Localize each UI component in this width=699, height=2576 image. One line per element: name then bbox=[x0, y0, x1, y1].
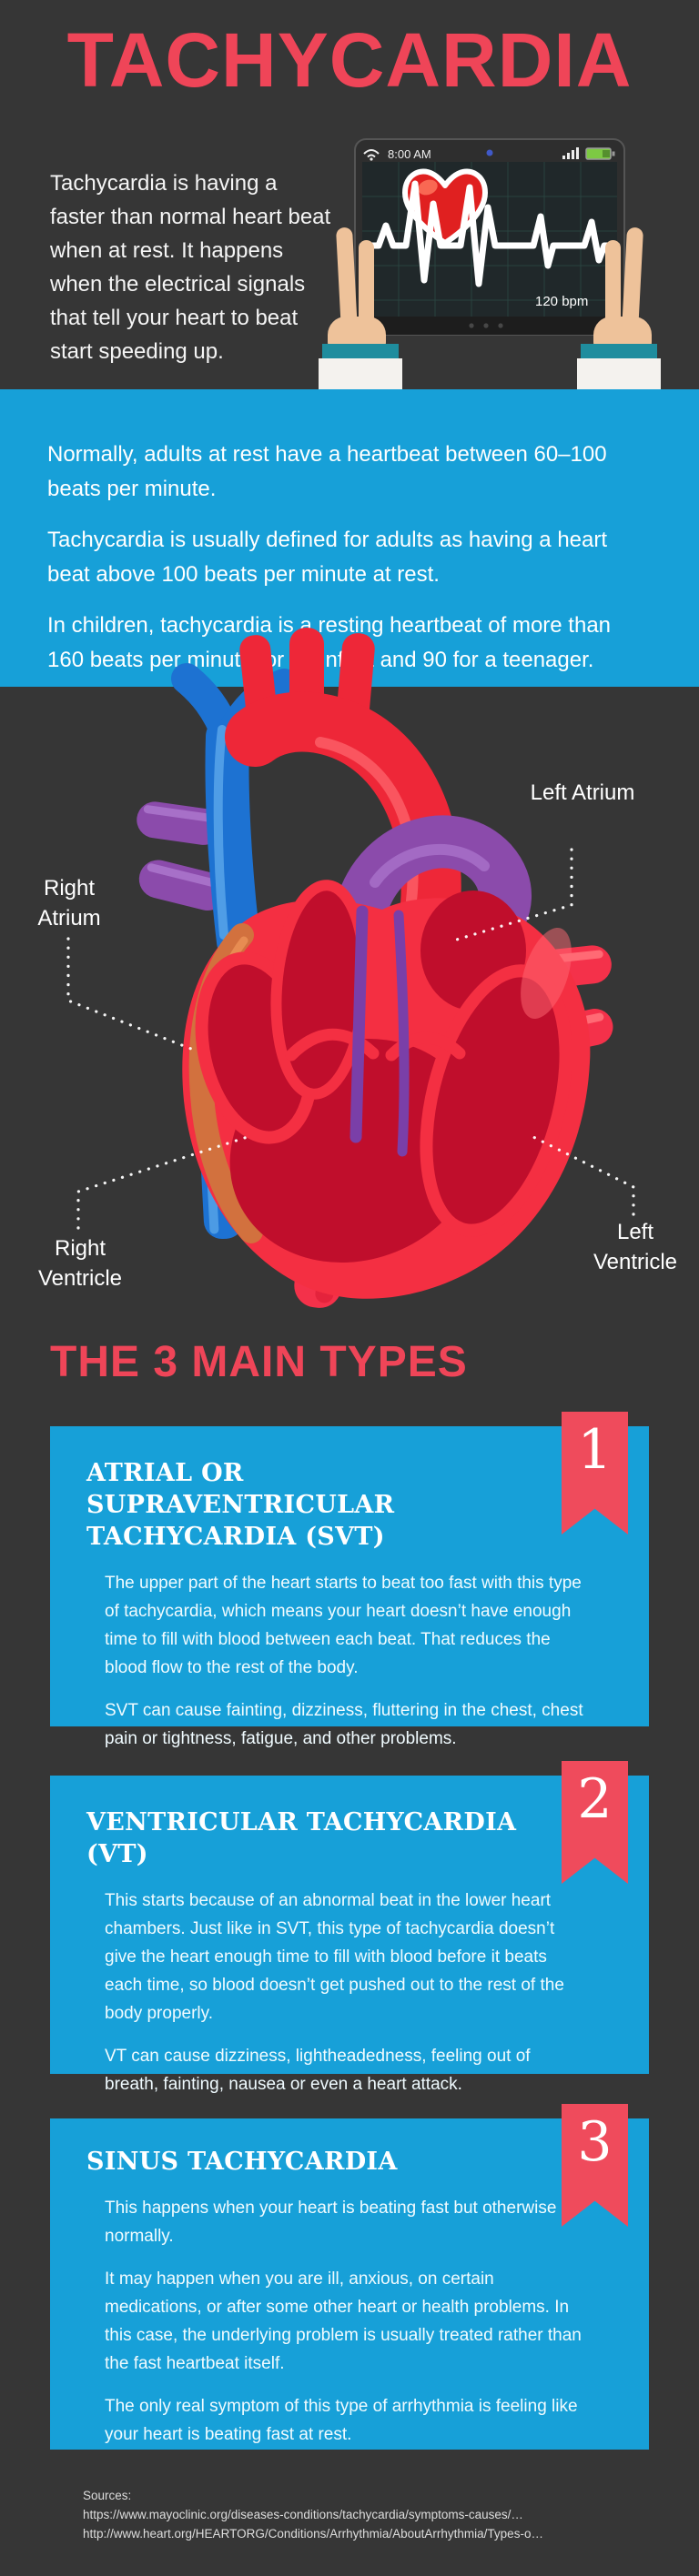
label-right-ventricle: Right Ventricle bbox=[37, 1236, 123, 1291]
bpm-text: 120 bpm bbox=[535, 294, 588, 309]
sources-block: Sources: https://www.mayoclinic.org/dise… bbox=[83, 2486, 543, 2543]
leader-right-atrium bbox=[66, 937, 198, 1052]
valve-flap-left bbox=[285, 1028, 380, 1062]
tablet-bezel bbox=[362, 317, 617, 335]
label-leader-lines bbox=[66, 848, 635, 1230]
ribbon-badge-3: 3 bbox=[562, 2104, 628, 2227]
card-paragraph: This starts because of an abnormal beat … bbox=[105, 1891, 564, 2023]
bezel-dots bbox=[469, 323, 503, 328]
card-paragraph: It may happen when you are ill, anxious,… bbox=[105, 2269, 582, 2373]
right-pulmonary-veins bbox=[137, 801, 228, 911]
card-number: 1 bbox=[577, 1418, 613, 1482]
source-url: https://www.mayoclinic.org/diseases-cond… bbox=[83, 2508, 523, 2521]
leader-left-ventricle bbox=[528, 1133, 635, 1216]
card-paragraph: VT can cause dizziness, lightheadedness,… bbox=[105, 2047, 531, 2094]
ribbon-badge-2: 2 bbox=[562, 1761, 628, 1884]
types-heading: THE 3 MAIN TYPES bbox=[50, 1338, 468, 1386]
source-url: http://www.heart.org/HEARTORG/Conditions… bbox=[83, 2527, 543, 2541]
type-card-svt: 1 ATRIAL OR SUPRAVENTRICULAR TACHYCARDIA… bbox=[50, 1412, 649, 1748]
heart-diagram bbox=[66, 628, 635, 1308]
card-title: ATRIAL OR SUPRAVENTRICULAR TACHYCARDIA (… bbox=[86, 1459, 395, 1551]
status-bar: 8:00 AM bbox=[363, 147, 615, 161]
left-hand bbox=[319, 227, 402, 393]
card-number: 3 bbox=[577, 2110, 613, 2174]
status-time: 8:00 AM bbox=[388, 147, 431, 161]
card-paragraph: The upper part of the heart starts to be… bbox=[105, 1574, 582, 1677]
leader-left-atrium bbox=[449, 848, 573, 943]
tablet-illustration: 8:00 AM 120 bpm bbox=[319, 138, 661, 393]
card-paragraph: SVT can cause fainting, dizziness, flutt… bbox=[105, 1701, 583, 1748]
valve-strands bbox=[350, 905, 410, 1157]
label-right-atrium: Right Atrium bbox=[37, 876, 101, 931]
card-title: VENTRICULAR TACHYCARDIA (VT) bbox=[86, 1808, 517, 1868]
type-card-sinus: 3 SINUS TACHYCARDIA This happens when yo… bbox=[50, 2104, 649, 2450]
right-hand bbox=[577, 227, 661, 393]
wifi-icon bbox=[363, 149, 380, 161]
heart-chambers bbox=[195, 880, 572, 1263]
valve-flap-right bbox=[385, 1031, 466, 1062]
fact-adults-normal: Normally, adults at rest have a heartbea… bbox=[47, 442, 607, 501]
battery-icon bbox=[585, 147, 615, 160]
intro-paragraph: Tachycardia is having a faster than norm… bbox=[50, 171, 331, 364]
signal-bars-icon bbox=[562, 147, 579, 159]
fact-adults-tachycardia: Tachycardia is usually defined for adult… bbox=[47, 528, 608, 587]
card-number: 2 bbox=[577, 1767, 613, 1831]
page-title: TACHYCARDIA bbox=[66, 17, 633, 103]
ribbon-badge-1: 1 bbox=[562, 1412, 628, 1535]
camera-dot bbox=[486, 149, 493, 156]
label-left-atrium: Left Atrium bbox=[530, 780, 635, 805]
ecg-line bbox=[359, 180, 621, 287]
leader-right-ventricle bbox=[76, 1133, 255, 1230]
card-paragraph: This happens when your heart is beating … bbox=[105, 2199, 557, 2246]
card-paragraph: The only real symptom of this type of ar… bbox=[105, 2397, 578, 2444]
card-title: SINUS TACHYCARDIA bbox=[86, 2148, 398, 2176]
label-left-ventricle: Left Ventricle bbox=[593, 1220, 678, 1274]
type-card-vt: 2 VENTRICULAR TACHYCARDIA (VT) This star… bbox=[50, 1761, 649, 2094]
sources-label: Sources: bbox=[83, 2489, 132, 2502]
body-highlight bbox=[521, 927, 572, 1020]
